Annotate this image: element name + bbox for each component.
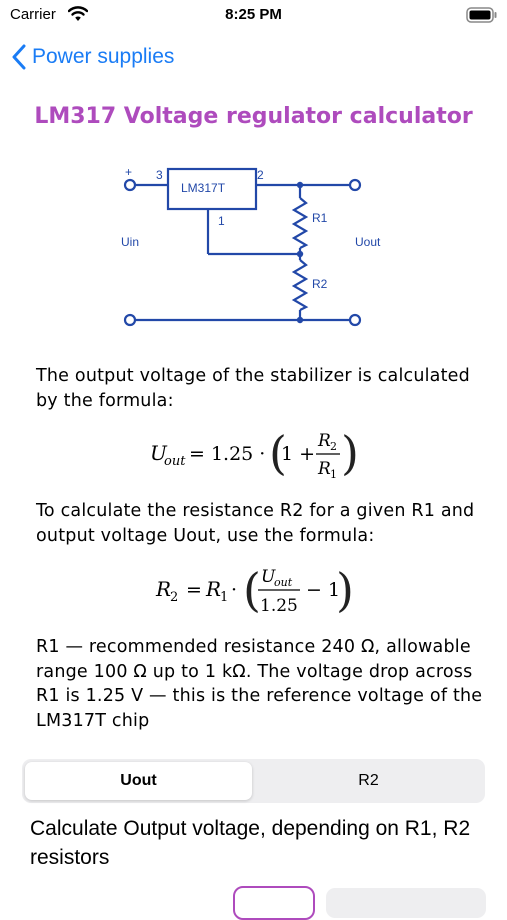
svg-text:2: 2 [330,440,337,453]
svg-text:R: R [205,577,221,601]
wifi-icon [68,6,88,21]
page-title: LM317 Voltage regulator calculator [34,104,473,129]
svg-text:): ) [336,563,354,617]
svg-text:1: 1 [330,468,337,481]
formula-r2: R 2 = R 1 · ( U out 1.25 − 1 ) [155,563,354,617]
svg-text:out: out [164,454,186,469]
segment-uout[interactable]: Uout [25,762,252,800]
circuit-diagram: LM317T 3 2 1 + R1 R2 Uin Uout [121,165,381,327]
note-text: R1 — recommended resistance 240 Ω, allow… [36,637,483,731]
svg-text:U: U [261,567,276,587]
calculation-description: Calculate Output voltage, depending on R… [30,817,471,869]
segment-r2[interactable]: R2 [358,772,379,789]
input-field-partial[interactable] [233,886,315,920]
circuit-uout-label: Uout [355,235,381,249]
svg-text:1.25: 1.25 [260,596,298,616]
svg-text:R: R [155,577,171,601]
circuit-uin-label: Uin [121,235,139,249]
circuit-r2-label: R2 [312,277,328,291]
circuit-pin-out: 2 [257,168,264,182]
battery-icon [466,7,497,23]
mode-segmented-control: Uout R2 [22,759,485,803]
svg-text:U: U [150,441,168,465]
circuit-r1-label: R1 [312,211,328,225]
circuit-plus: + [125,165,132,179]
unit-selector-partial[interactable] [326,888,486,918]
svg-text:·: · [231,579,237,601]
svg-text:out: out [274,576,293,589]
svg-text:(: ( [243,563,261,617]
chevron-left-icon [12,44,26,70]
svg-text:− 1: − 1 [306,579,340,601]
svg-text:1: 1 [220,590,228,605]
status-bar: Carrier 8:25 PM [0,0,507,30]
svg-text:1 +: 1 + [281,443,315,465]
clock: 8:25 PM [225,6,282,23]
circuit-pin-in: 3 [156,168,163,182]
intro-text: The output voltage of the stabilizer is … [36,366,470,411]
svg-text:): ) [341,426,359,480]
svg-text:=: = [186,579,202,601]
carrier-label: Carrier [10,6,56,23]
back-label: Power supplies [32,45,175,68]
circuit-pin-adj: 1 [218,214,225,228]
svg-text:(: ( [269,426,287,480]
svg-text:= 1.25 ·: = 1.25 · [189,443,265,465]
svg-text:R: R [317,431,331,451]
svg-text:R: R [317,459,331,479]
svg-text:2: 2 [170,590,178,605]
circuit-chip-label: LM317T [181,181,226,195]
formula-output-voltage: U out = 1.25 · ( 1 + R 2 R 1 ) [150,426,359,481]
r2-intro-text: To calculate the resistance R2 for a giv… [36,501,475,546]
back-button[interactable]: Power supplies [12,44,174,70]
